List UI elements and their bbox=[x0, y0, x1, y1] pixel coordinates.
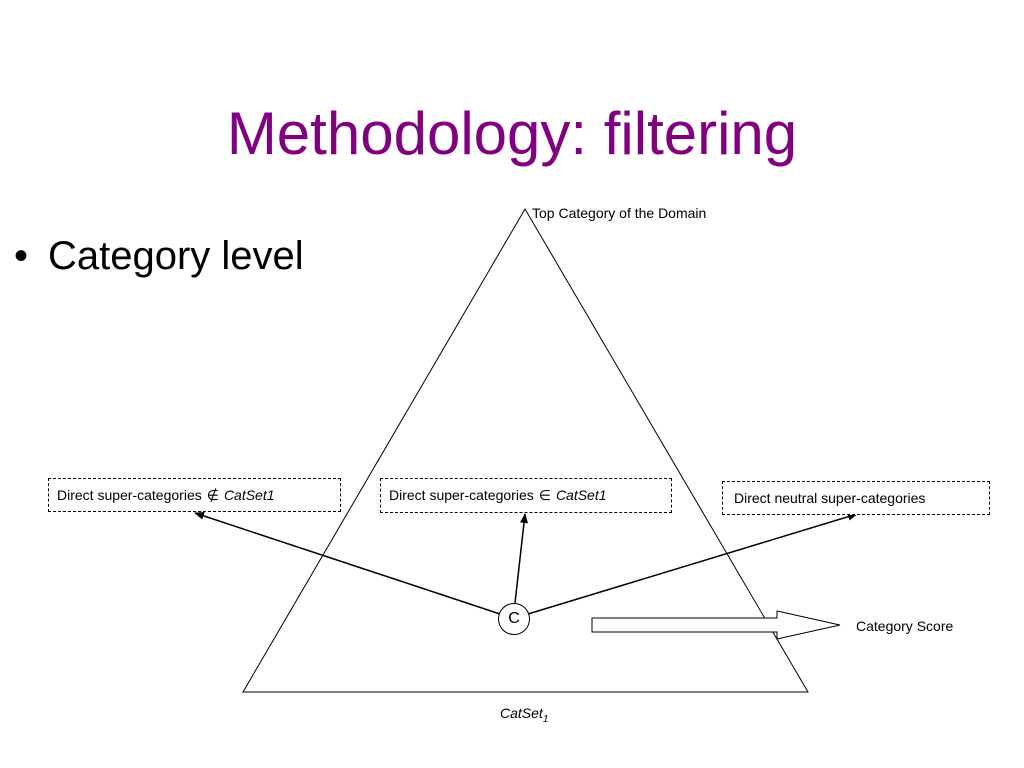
box-not-in-catset-set: CatSet1 bbox=[223, 487, 275, 503]
catset-label-subscript: 1 bbox=[542, 713, 549, 725]
box-in-catset-set: CatSet1 bbox=[555, 487, 607, 503]
score-block-arrow bbox=[591, 610, 841, 640]
box-neutral: Direct neutral super-categories bbox=[722, 481, 990, 515]
box-not-in-catset: Direct super-categories∉CatSet1 bbox=[48, 478, 341, 512]
catset-label: CatSet1 bbox=[500, 705, 548, 725]
category-triangle bbox=[242, 208, 809, 693]
box-in-catset: Direct super-categories∈CatSet1 bbox=[380, 478, 672, 513]
bullet-item: • Category level bbox=[14, 230, 304, 282]
category-node: C bbox=[498, 603, 530, 635]
box-in-catset-prefix: Direct super-categories bbox=[389, 487, 534, 503]
bullet-dot: • bbox=[14, 234, 29, 278]
arrow-to-neutral bbox=[527, 512, 858, 615]
catset-label-main: CatSet bbox=[500, 705, 543, 721]
box-not-in-catset-prefix: Direct super-categories bbox=[57, 487, 202, 503]
arrow-to-not-in-catset bbox=[194, 512, 501, 615]
box-neutral-label: Direct neutral super-categories bbox=[734, 490, 926, 506]
category-score-label: Category Score bbox=[856, 618, 954, 634]
top-category-label: Top Category of the Domain bbox=[532, 205, 707, 221]
slide-title: Methodology: filtering bbox=[226, 100, 798, 167]
element-of-symbol: ∈ bbox=[538, 487, 551, 503]
arrow-to-in-catset bbox=[514, 513, 528, 604]
not-element-of-symbol: ∉ bbox=[206, 487, 219, 503]
bullet-text: Category level bbox=[48, 234, 304, 278]
